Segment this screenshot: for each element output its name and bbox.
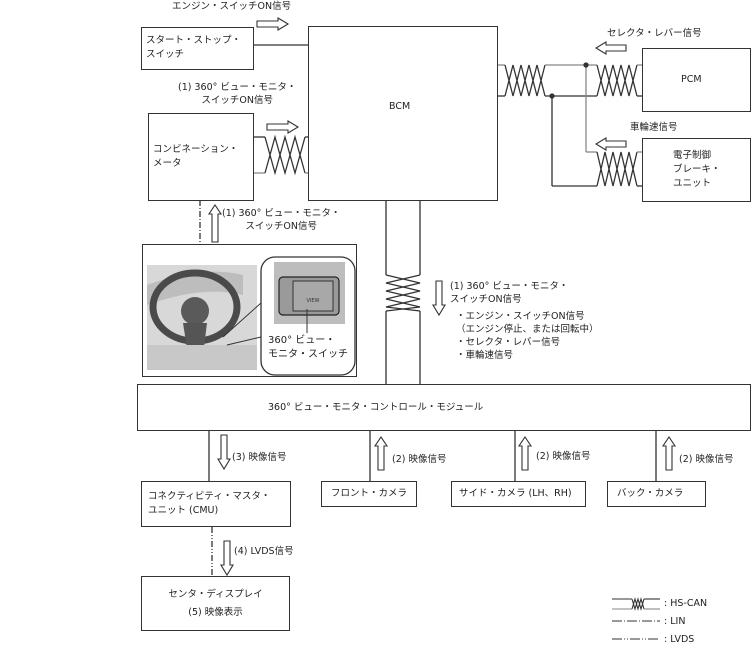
center-display-sublabel: (5) 映像表示 xyxy=(188,607,243,618)
label-video-3: (3) 映像信号 xyxy=(232,452,287,463)
bcm-label: BCM xyxy=(389,101,411,112)
arrow-selector xyxy=(594,41,627,55)
arrow-back-cam xyxy=(661,436,677,471)
center-display-label: センタ・ディスプレイ xyxy=(168,589,263,600)
view-button-label: VIEW xyxy=(307,298,320,304)
label-video-2-front: (2) 映像信号 xyxy=(392,454,447,465)
arrow-switch-up xyxy=(207,204,223,243)
bcm-bullet-4: ・車輪速信号 xyxy=(456,350,514,361)
side-camera-label: サイド・カメラ (LH、RH) xyxy=(459,488,572,499)
pcm-label: PCM xyxy=(681,74,702,85)
bcm-bullet-3: ・セレクタ・レバー信号 xyxy=(456,337,561,348)
combination-meter-box: コンビネーション・ メータ xyxy=(148,113,254,201)
arrow-lvds xyxy=(220,540,234,577)
pcm-box: PCM xyxy=(642,48,751,112)
combination-meter-label: コンビネーション・ メータ xyxy=(153,144,239,169)
start-stop-switch-label: スタート・ストップ・ スイッチ xyxy=(146,35,242,60)
legend-lvds: : LVDS xyxy=(664,634,695,645)
cmu-label: コネクティビティ・マスタ・ ユニット (CMU) xyxy=(148,491,271,516)
label-svm-switch-bcm: (1) 360° ビュー・モニタ・ スイッチON信号 xyxy=(450,281,569,305)
steering-wheel-illustration: VIEW xyxy=(143,245,356,376)
back-camera-label: バック・カメラ xyxy=(617,488,684,499)
legend-hs-can: : HS-CAN xyxy=(664,598,708,609)
front-camera-label: フロント・カメラ xyxy=(331,488,408,499)
arrow-front-cam xyxy=(373,436,389,471)
arrow-side-cam xyxy=(517,436,533,471)
bcm-bullet-1: ・エンジン・スイッチON信号 xyxy=(456,311,585,322)
center-display-box: センタ・ディスプレイ (5) 映像表示 xyxy=(141,576,290,631)
label-lvds-4: (4) LVDS信号 xyxy=(234,546,294,557)
label-svm-switch-photo: (1) 360° ビュー・モニタ・ スイッチON信号 xyxy=(222,208,341,232)
svm-module-box: 360° ビュー・モニタ・コントロール・モジュール xyxy=(137,384,751,431)
steering-wheel-photo: VIEW 360° ビュー・ モニタ・スイッチ xyxy=(142,244,357,377)
label-video-2-side: (2) 映像信号 xyxy=(536,451,591,462)
ebcu-label: 電子制御 ブレーキ・ ユニット xyxy=(673,150,721,189)
cmu-box: コネクティビティ・マスタ・ ユニット (CMU) xyxy=(141,481,291,527)
svm-module-label: 360° ビュー・モニタ・コントロール・モジュール xyxy=(268,402,484,413)
front-camera-box: フロント・カメラ xyxy=(321,481,417,507)
label-svm-switch-meter: (1) 360° ビュー・モニタ・ スイッチON信号 xyxy=(178,82,297,106)
arrow-bcm-down xyxy=(432,280,446,317)
label-selector-lever: セレクタ・レバー信号 xyxy=(607,28,702,39)
bcm-bullet-2: （エンジン停止、または回転中） xyxy=(456,324,599,335)
arrow-wheel-speed xyxy=(594,137,627,151)
label-engine-switch-on: エンジン・スイッチON信号 xyxy=(172,1,292,12)
legend-lin: : LIN xyxy=(664,616,686,627)
back-camera-box: バック・カメラ xyxy=(607,481,706,507)
label-wheel-speed: 車輪速信号 xyxy=(630,122,678,133)
arrow-video3 xyxy=(217,434,231,471)
photo-callout-label: 360° ビュー・ モニタ・スイッチ xyxy=(268,335,348,360)
arrow-engine-switch xyxy=(256,17,290,31)
ebcu-box: 電子制御 ブレーキ・ ユニット xyxy=(642,138,751,202)
arrow-meter-bcm xyxy=(266,120,300,134)
start-stop-switch-box: スタート・ストップ・ スイッチ xyxy=(141,27,254,70)
view-button-icon xyxy=(292,280,334,312)
bcm-box: BCM xyxy=(308,26,498,201)
label-video-2-back: (2) 映像信号 xyxy=(679,454,734,465)
side-camera-box: サイド・カメラ (LH、RH) xyxy=(451,481,586,507)
